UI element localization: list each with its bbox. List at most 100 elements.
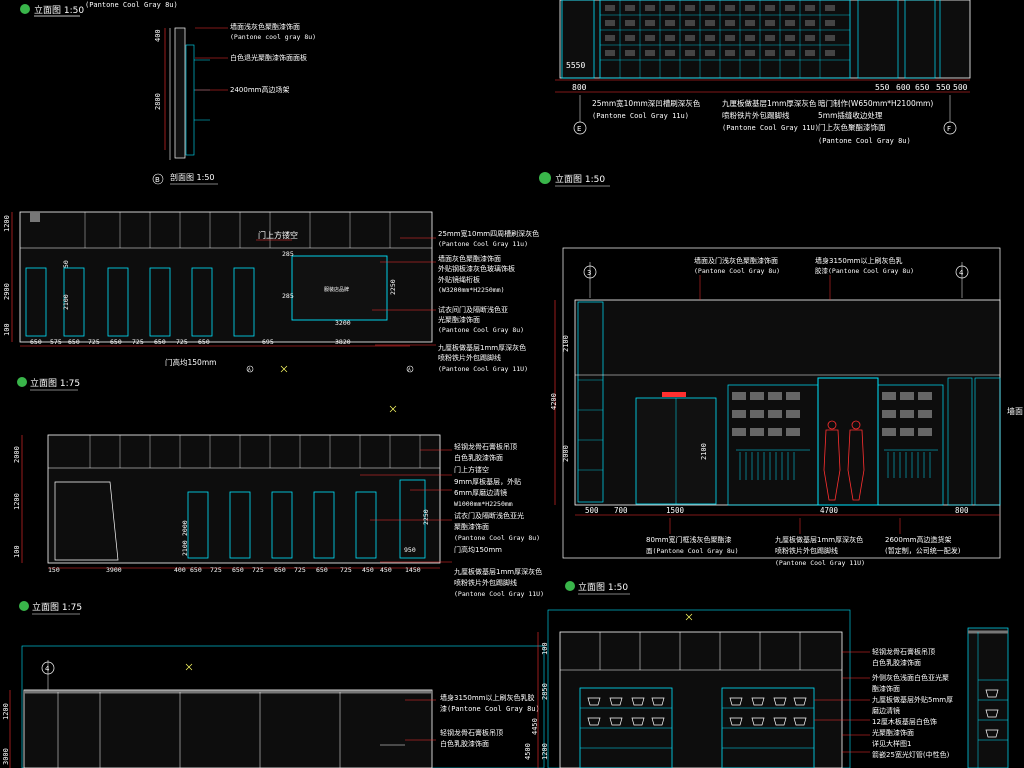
dim-h-8: 725	[294, 566, 306, 574]
title-badge-icon	[17, 377, 27, 387]
pantone-note: (Pantone Cool Gray 8u)	[85, 1, 178, 9]
dim-2100: 2100	[62, 294, 70, 310]
dim-h-2: 1500	[666, 506, 685, 515]
dim-1200: 1200	[3, 215, 11, 232]
title-badge-icon	[539, 172, 551, 184]
dim-h-6: 725	[252, 566, 264, 574]
note-6: 磨边清镜	[872, 706, 900, 715]
note-7: 5mm插缝收边处理	[818, 110, 883, 120]
dim-650: 650	[915, 83, 930, 92]
note-11: 喷粉铁片外包踢脚线	[438, 353, 501, 362]
note-3: 轻钢龙骨石膏板吊顶	[440, 728, 503, 737]
dim-2850: 2850	[541, 683, 549, 700]
note-3: 白色退光聚酯漆饰面面板	[230, 53, 307, 62]
note-4: 外贴钢板漆灰色玻璃饰板	[438, 264, 515, 273]
hanging-rail-right	[884, 449, 938, 478]
view-title: 立面图 1:50	[578, 581, 628, 593]
dim-h-3: 650	[190, 566, 202, 574]
dim-h-12: 450	[380, 566, 392, 574]
note-11: 九厘板做基层1mm厚深灰色	[454, 567, 542, 576]
exit-sign	[662, 392, 686, 397]
note-10: 2600mm高边造货架	[885, 535, 951, 544]
note-1: 墙面浅灰色聚酯漆饰面	[230, 22, 300, 31]
hidden-door	[857, 0, 899, 79]
mannequin-icon	[823, 420, 865, 501]
axis-E-icon	[573, 121, 587, 135]
view-section-b: 400 2800 墙面浅灰色聚酯漆饰面 (Pantone cool gray 8…	[152, 22, 316, 185]
view-mid-right: 3 4	[550, 247, 1023, 595]
note-4: 白色乳胶漆饰面	[440, 739, 489, 748]
elevation-outline	[23, 689, 433, 768]
axis-3-icon	[583, 265, 597, 279]
note-1: 25mm宽10mm深凹槽刷深灰色	[592, 98, 701, 108]
dim-h-2: 650	[68, 338, 80, 346]
door-height: 门高均150mm	[165, 357, 216, 367]
note-8: 门上灰色聚酯漆饰面	[818, 122, 886, 132]
note-3: 外侧灰色浅面白色亚光聚	[872, 673, 949, 682]
dim-h-6: 650	[154, 338, 166, 346]
dim-50: 50	[62, 260, 70, 268]
note-1: 轻钢龙骨石膏板吊顶	[872, 647, 935, 656]
dim-1200: 1200	[13, 493, 21, 510]
title-badge-icon	[565, 581, 575, 591]
dim-2900: 2900	[3, 283, 11, 300]
dim-4450: 4450	[531, 718, 539, 735]
note-2: (Pantone Cool Gray 11u)	[592, 112, 689, 120]
note-6: W1000mm*H2250mm	[454, 500, 513, 508]
view-bottom-left: 4 1200 3000 墙身3150mm以上刷灰色乳胶 漆(Pantone Co…	[2, 645, 545, 768]
dim-600: 600	[896, 83, 911, 92]
view-top-right: 800 550 600 650 550 500 5550 E F 25mm宽10…	[539, 0, 971, 187]
shelving-wall	[599, 0, 851, 79]
note-8: 光聚酯漆饰面	[438, 315, 480, 324]
note-9: (Pantone Cool Gray 8u)	[454, 534, 540, 542]
view-bottom-right: 100 2850 1200 4450 4500 轻钢龙骨石膏板吊顶 白色乳胶漆饰…	[524, 609, 1009, 768]
note-3: 墙面灰色聚酯漆饰面	[438, 254, 501, 263]
title-badge-icon	[19, 601, 29, 611]
note-5: 6mm厚磨边清镜	[454, 488, 507, 497]
dim-500: 500	[953, 83, 968, 92]
dim-100: 100	[541, 642, 549, 655]
dim-h-4: 650	[110, 338, 122, 346]
dim-h-10: 725	[340, 566, 352, 574]
dim-h-2: 400	[174, 566, 186, 574]
dim-h-1: 575	[50, 338, 62, 346]
note-4: 胶漆(Pantone Cool Gray 8u)	[815, 266, 914, 275]
note-2: (Pantone Cool Gray 11u)	[438, 240, 528, 248]
axis-F: F	[947, 125, 951, 133]
axis-F-icon	[943, 121, 957, 135]
note-4: 喷粉铁片外包踢脚线	[722, 110, 790, 120]
dim-h-13: 1450	[405, 566, 421, 574]
dim-2800: 2800	[154, 93, 162, 110]
section-wall	[174, 27, 186, 159]
dim-4500: 4500	[524, 743, 532, 760]
section-title: 剖面图 1:50	[170, 172, 215, 182]
dim-inner-2100: 2100	[181, 540, 189, 556]
handbag-icon	[587, 697, 807, 726]
note-8: 聚酯漆饰面	[454, 522, 489, 531]
note-2: 白色乳胶漆饰面	[454, 453, 503, 462]
note-11: (暂定制，公司统一配发)	[885, 546, 961, 555]
hanging-rail-left	[736, 449, 810, 480]
note-3: 门上方镂空	[454, 465, 489, 474]
dim-h-5: 650	[232, 566, 244, 574]
note-5: 外贴镜绳桁板	[438, 275, 480, 284]
dim-inner-2250: 2250	[422, 509, 430, 525]
panel-text: 服装店品牌	[324, 286, 349, 293]
note-9: (Pantone Cool Gray 8u)	[818, 137, 911, 145]
door-note: 门上方镂空	[258, 230, 298, 240]
dim-h-7: 725	[176, 338, 188, 346]
view-lower-left: 2000 100 1200 150 3900 400 650 725 650 7…	[13, 434, 544, 615]
axis-4: 4	[45, 665, 50, 673]
dim-285a: 285	[282, 250, 294, 258]
dim-100: 100	[13, 545, 21, 558]
view-title: 立面图 1:75	[32, 601, 82, 613]
note-8: 光聚酯漆饰面	[872, 728, 914, 737]
dim-1200: 1200	[2, 703, 10, 720]
note-13: (Pantone Cool Gray 11U)	[454, 590, 544, 598]
entry-opening	[54, 481, 119, 561]
note-5: 九厘板做基层外贴5mm厚	[872, 695, 953, 704]
section-marker: B	[155, 176, 160, 184]
axis-4-icon	[41, 661, 55, 675]
note-10: 门高均150mm	[454, 545, 502, 554]
dim-h-4: 725	[210, 566, 222, 574]
